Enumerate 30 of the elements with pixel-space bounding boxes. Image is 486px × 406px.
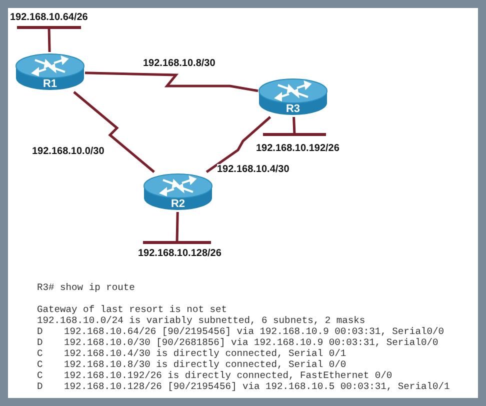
route-code: D: [37, 326, 43, 337]
link-line: [292, 116, 296, 134]
serial-link: [73, 91, 155, 173]
route-code: C: [37, 359, 43, 370]
router-label: R2: [170, 198, 186, 210]
subnet-label: 192.168.10.64/26: [10, 12, 88, 24]
serial-link: [84, 72, 258, 92]
router-label: R3: [286, 103, 300, 115]
route-code: D: [37, 381, 43, 392]
route-code: D: [37, 337, 43, 348]
route-entry: 192.168.10.4/30 is directly connected, Serial 0/1: [64, 348, 346, 359]
command-prompt: R3# show ip route: [37, 282, 135, 293]
route-entry: 192.168.10.128/26 [90/2195456] via 192.168.10.5 00:03:31, Serial0/1: [64, 381, 450, 392]
route-entry: 192.168.10.192/26 is directly connected, FastEthernet 0/0: [64, 370, 392, 381]
route-entry: 192.168.10.8/30 is directly connected, Serial 0/0: [64, 359, 346, 370]
route-entry: 192.168.10.0/30 [90/2681856] via 192.168.10.9 00:03:31, Serial0/0: [64, 337, 438, 348]
output-line: 192.168.10.0/24 is variably subnetted, 6 subnets, 2 masks: [37, 315, 366, 326]
network-segment-line: [143, 241, 211, 244]
network-segment-line: [263, 133, 326, 136]
subnet-label: 192.168.10.192/26: [256, 143, 340, 155]
subnet-label: 192.168.10.128/26: [138, 248, 222, 260]
network-segment-line: [17, 26, 81, 29]
link-line: [48, 28, 51, 52]
link-line: [176, 212, 179, 242]
route-code: C: [37, 370, 43, 381]
router-label: R1: [42, 78, 58, 90]
route-code: C: [37, 348, 43, 359]
output-line: Gateway of last resort is not set: [37, 304, 227, 315]
serial-link: [206, 116, 272, 174]
route-entry: 192.168.10.64/26 [90/2195456] via 192.168.10.9 00:03:31, Serial0/0: [64, 326, 444, 337]
